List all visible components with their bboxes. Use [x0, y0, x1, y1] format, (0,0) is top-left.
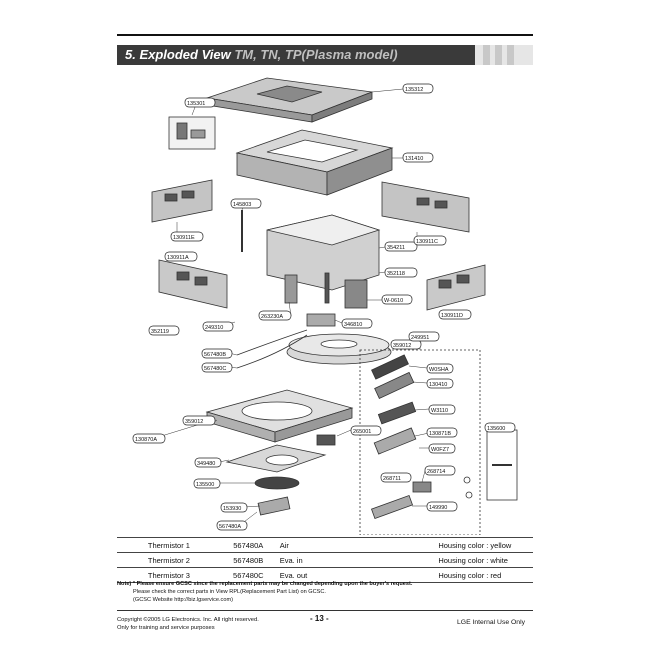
- part-callouts: 135312 135301 131410 145803 130911E 1309…: [132, 83, 516, 531]
- thermistor-location: Air: [275, 537, 435, 553]
- thermistor-color: Housing color : yellow: [434, 537, 533, 553]
- drain-body: [266, 214, 381, 291]
- callout-p26: 149990: [429, 505, 447, 511]
- callout-p2: 135301: [187, 101, 205, 107]
- air-filter: [254, 476, 300, 490]
- side-panel-e: [151, 179, 213, 223]
- control-pcb: [344, 279, 368, 309]
- section-title: 5. Exploded View TM, TN, TP(Plasma model…: [125, 47, 398, 62]
- side-panel-a: [158, 259, 228, 309]
- front-grille-panel: [206, 77, 373, 123]
- title-dark-band: [117, 45, 475, 65]
- callout-p28: 268714: [427, 469, 445, 475]
- callout-p21: 130410: [429, 382, 447, 388]
- callout-p31: 153930: [223, 506, 241, 512]
- callout-p19: 249951: [411, 335, 429, 341]
- callout-p11: 130911D: [441, 313, 463, 319]
- title-stripe: [483, 45, 490, 65]
- callout-p24: 359012: [185, 419, 203, 425]
- callout-p4: 145803: [233, 202, 251, 208]
- callout-p8: 354211: [387, 245, 405, 251]
- turbo-fan: [286, 333, 392, 365]
- thermistor-location: Eva. out: [275, 567, 435, 583]
- thermistor-location: Eva. in: [275, 552, 435, 568]
- callout-p16: 567480B: [204, 352, 226, 358]
- callout-p1: 135312: [405, 87, 423, 93]
- footer-left: Copyright ©2005 LG Electronics. Inc. All…: [117, 616, 259, 632]
- title-stripe: [507, 45, 514, 65]
- callout-p3: 131410: [405, 156, 423, 162]
- motor-unit: [284, 274, 298, 304]
- internal-use-label: LGE Internal Use Only: [457, 619, 525, 626]
- note-line-2: Please check the correct parts in View R…: [133, 588, 326, 595]
- top-rule: [117, 34, 533, 36]
- callout-p7: 352118: [387, 271, 405, 277]
- thermistor-name: Thermistor 2: [117, 552, 221, 568]
- thermistor-color: Housing color : white: [434, 552, 533, 568]
- callout-p23: 130871B: [429, 431, 451, 437]
- training-text: Only for training and service purposes: [117, 625, 215, 631]
- callout-p22: W3110: [431, 408, 448, 414]
- callout-p33: 135600: [487, 426, 505, 432]
- thermistor-color: Housing color : red: [434, 567, 533, 583]
- callout-p14: 263230A: [261, 314, 283, 320]
- callout-p15: 346810: [344, 322, 362, 328]
- side-panel-d: [426, 264, 486, 311]
- note-line-1: Note) * Please ensure GCSC since the rep…: [117, 581, 413, 587]
- fan-motor: [306, 313, 336, 327]
- exploded-view-diagram: 135312 135301 131410 145803 130911E 1309…: [132, 77, 518, 535]
- table-row: Thermistor 3 567480C Eva. out Housing co…: [117, 567, 533, 583]
- thermistor-name: Thermistor 1: [117, 537, 221, 553]
- callout-p27: 268711: [383, 476, 401, 482]
- thermistor-name: Thermistor 3: [117, 567, 221, 583]
- callout-p5: 130911E: [173, 235, 195, 241]
- cabinet-frame: [235, 129, 394, 196]
- callout-p18: 359012: [393, 343, 411, 349]
- title-subtitle: TM, TN, TP(Plasma model): [234, 47, 398, 62]
- callout-p30: 135500: [196, 482, 214, 488]
- replacement-note: Note) * Please ensure GCSC since the rep…: [117, 581, 537, 604]
- thermistor-code: 567480A: [220, 537, 276, 553]
- callout-p9: 130911C: [416, 239, 438, 245]
- thermistor-code: 567480B: [220, 552, 276, 568]
- callout-p32: 567480A: [219, 524, 241, 530]
- title-light-band: [475, 45, 533, 65]
- title-main: 5. Exploded View: [125, 47, 231, 62]
- thermistor-code: 567480C: [220, 567, 276, 583]
- note-line-3: (GCSC Website http://biz.lgservice.com): [133, 596, 233, 603]
- callout-p34: 265001: [353, 429, 371, 435]
- callout-p6: 130911A: [167, 255, 189, 261]
- callout-p29: 349480: [197, 461, 215, 467]
- drain-pan: [205, 389, 354, 443]
- callout-p10: W-0610: [384, 298, 403, 304]
- callout-p25: W0FZ7: [431, 447, 449, 453]
- section-title-bar: 5. Exploded View TM, TN, TP(Plasma model…: [117, 45, 533, 65]
- callout-p20: W0SHA: [429, 367, 449, 373]
- table-row: Thermistor 1 567480A Air Housing color :…: [117, 537, 533, 553]
- table-row: Thermistor 2 567480B Eva. in Housing col…: [117, 552, 533, 568]
- callout-p17: 567480C: [204, 366, 226, 372]
- thermistor-table: Thermistor 1 567480A Air Housing color :…: [117, 537, 533, 583]
- page-number: - 13 -: [310, 614, 329, 623]
- callout-p12: 352119: [151, 329, 169, 335]
- callout-p13: 249310: [205, 325, 223, 331]
- title-stripe: [495, 45, 502, 65]
- side-panel-c: [381, 181, 470, 233]
- copyright-text: Copyright ©2005 LG Electronics. Inc. All…: [117, 617, 259, 623]
- callout-p35: 130870A: [135, 437, 157, 443]
- footer-rule: [117, 610, 533, 611]
